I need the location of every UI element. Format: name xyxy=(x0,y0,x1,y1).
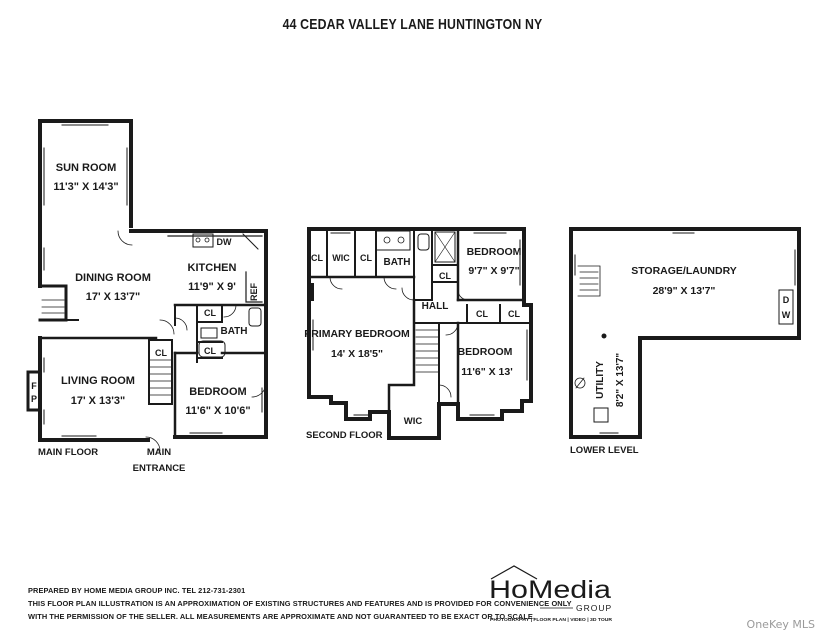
primary-bedroom-name: PRIMARY BEDROOM xyxy=(304,328,410,340)
main-floor-label: MAIN FLOOR xyxy=(38,447,98,458)
main-floor-windows xyxy=(39,120,267,441)
main-bath-label: BATH xyxy=(220,326,247,337)
primary-bedroom-size: 14' X 18'5" xyxy=(331,348,383,360)
main-closet-2: CL xyxy=(204,346,216,356)
bedroom-a-name: BEDROOM xyxy=(467,246,522,258)
homedia-logo: HoMedia GROUP PHOTOGRAPHY | FLOOR PLAN |… xyxy=(489,565,613,622)
hall-label: HALL xyxy=(422,301,449,312)
second-floor-label: SECOND FLOOR xyxy=(306,430,383,441)
second-floor-windows xyxy=(308,228,532,420)
dining-room-size: 17' X 13'7" xyxy=(86,291,140,303)
lower-level-walls xyxy=(569,227,801,439)
mls-watermark: OneKey MLS xyxy=(746,618,815,631)
kitchen-size: 11'9" X 9' xyxy=(188,281,236,293)
living-room-name: LIVING ROOM xyxy=(61,375,135,387)
utility-name: UTILITY xyxy=(595,361,606,399)
footer-disclaimer-1: THIS FLOOR PLAN ILLUSTRATION IS AN APPRO… xyxy=(28,599,572,608)
logo-tagline: PHOTOGRAPHY | FLOOR PLAN | VIDEO | 3D TO… xyxy=(490,617,613,622)
main-closet-3: CL xyxy=(155,348,167,358)
dishwasher-label: DW xyxy=(217,237,232,247)
kitchen-name: KITCHEN xyxy=(188,262,237,274)
storage-name: STORAGE/LAUNDRY xyxy=(631,265,737,277)
utility-size: 8'2" X 13'7" xyxy=(615,353,626,408)
second-closet-5: CL xyxy=(508,309,520,319)
bedroom-b-size: 11'6" X 13' xyxy=(461,366,512,378)
lower-level-windows xyxy=(570,228,800,438)
sun-room-name: SUN ROOM xyxy=(56,162,117,174)
lower-dw-d: D xyxy=(783,295,790,305)
second-floor-chimney xyxy=(309,283,314,301)
logo-brand: HoMedia xyxy=(489,576,611,604)
second-closet-3: CL xyxy=(439,271,451,281)
main-closet-1: CL xyxy=(204,308,216,318)
second-closet-2: CL xyxy=(360,253,372,263)
main-bedroom-size: 11'6" X 10'6" xyxy=(185,405,250,417)
plan-title: 44 CEDAR VALLEY LANE HUNTINGTON NY xyxy=(282,16,543,33)
bedroom-b-name: BEDROOM xyxy=(458,346,513,358)
second-bath-label: BATH xyxy=(383,257,410,268)
storage-size: 28'9" X 13'7" xyxy=(653,285,716,297)
second-closet-1: CL xyxy=(311,253,323,263)
second-wic-top: WIC xyxy=(332,253,350,263)
main-bedroom-name: BEDROOM xyxy=(189,386,246,398)
fireplace-p: P xyxy=(31,394,37,404)
sun-room-size: 11'3" X 14'3" xyxy=(53,181,118,193)
plan-labels: SUN ROOM 11'3" X 14'3" DINING ROOM 17' X… xyxy=(31,162,791,474)
living-room-size: 17' X 13'3" xyxy=(71,395,125,407)
main-entrance-line1: MAIN xyxy=(147,447,171,458)
fireplace-f: F xyxy=(31,381,37,391)
lower-level-label: LOWER LEVEL xyxy=(570,445,639,456)
bedroom-a-size: 9'7" X 9'7" xyxy=(468,265,519,277)
main-entrance-line2: ENTRANCE xyxy=(133,463,186,474)
footer-prepared-by: PREPARED BY HOME MEDIA GROUP INC. TEL 21… xyxy=(28,586,246,595)
footer-disclaimer-2: WITH THE PERMISSION OF THE SELLER. ALL M… xyxy=(28,612,536,621)
second-wic-bottom: WIC xyxy=(404,416,423,427)
logo-group: GROUP xyxy=(576,603,612,613)
refrigerator-label: REF xyxy=(249,282,259,301)
second-closet-4: CL xyxy=(476,309,488,319)
dining-room-name: DINING ROOM xyxy=(75,272,151,284)
lower-dw-w: W xyxy=(782,310,791,320)
